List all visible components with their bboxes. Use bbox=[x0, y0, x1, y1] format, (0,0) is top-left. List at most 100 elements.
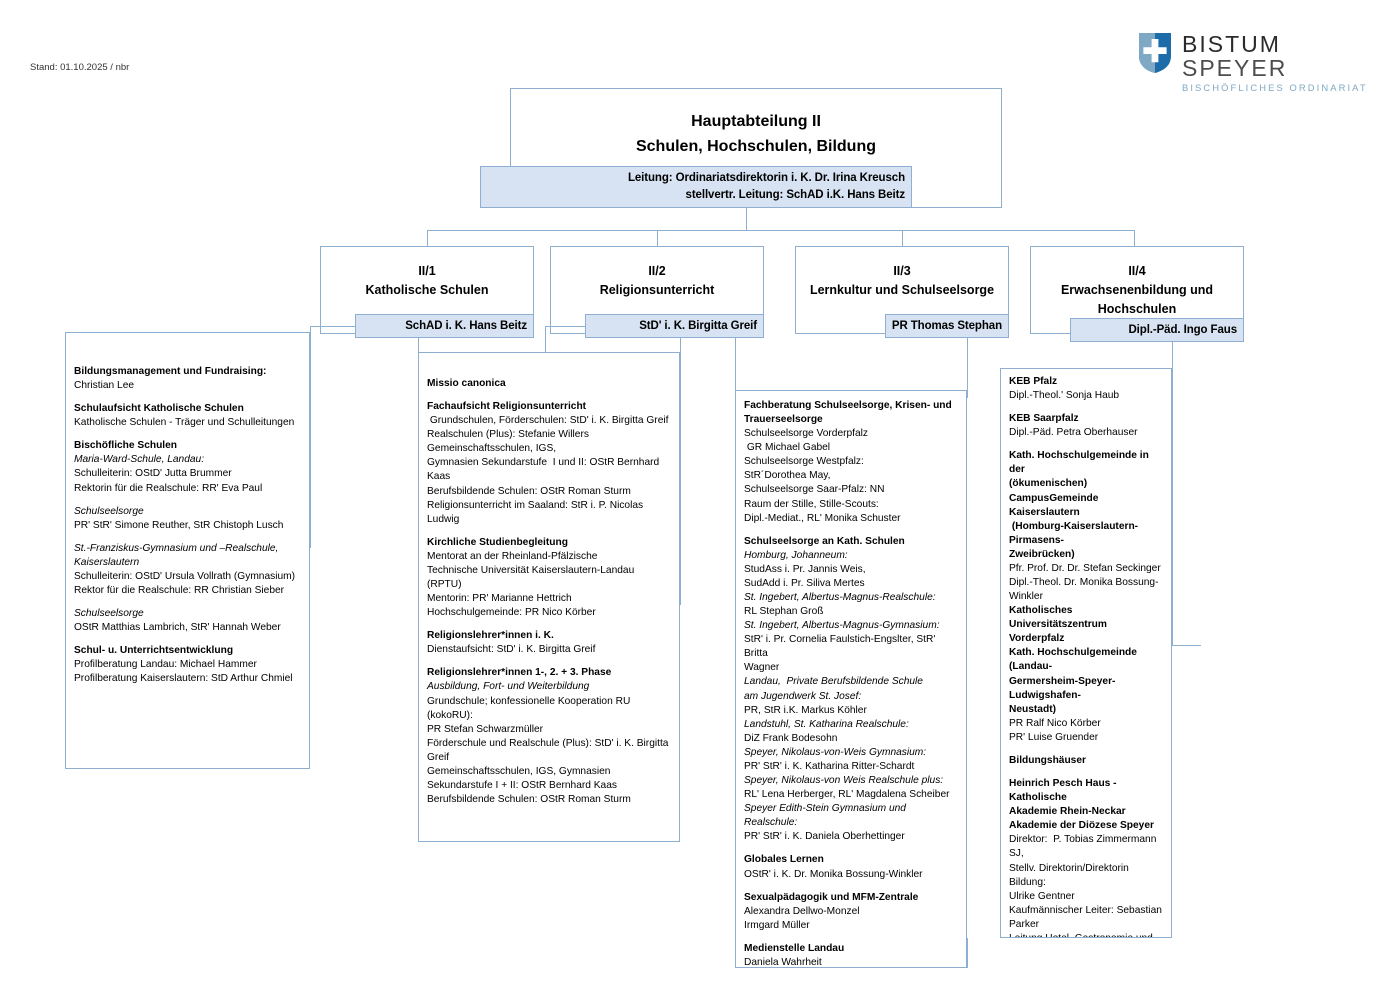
content-line: Grundschule; konfessionelle Kooperation … bbox=[427, 695, 634, 721]
department-code-ii-2: II/2 bbox=[648, 264, 666, 278]
department-name-ii-4-line2: Hochschulen bbox=[1097, 301, 1177, 316]
panel-ii-1-inner: Bildungsmanagement und Fundraising: Chri… bbox=[66, 333, 309, 694]
content-heading: Akademie Rhein-Neckar bbox=[1009, 806, 1126, 818]
content-heading: Kath. Hochschulgemeinde (Landau- bbox=[1009, 647, 1140, 673]
content-subheading: Speyer Edith-Stein Gymnasium und Realsch… bbox=[744, 803, 909, 829]
content-heading: Bildungshäuser bbox=[1009, 754, 1086, 766]
connector-ii4-right-stem bbox=[1172, 342, 1173, 645]
content-line: Rektor für die Realschule: RR Christian … bbox=[74, 585, 285, 597]
content-line: Alexandra Dellwo-Monzel bbox=[744, 905, 860, 917]
stand-date: Stand: 01.10.2025 / nbr bbox=[30, 62, 130, 73]
content-line: DiZ Frank Bodesohn bbox=[744, 732, 838, 744]
content-line: Dienstaufsicht: StD' i. K. Birgitta Grei… bbox=[427, 644, 596, 656]
department-leader-ii-3[interactable]: PR Thomas Stephan bbox=[885, 314, 1009, 338]
content-subheading: Schulseelsorge bbox=[74, 505, 144, 517]
content-line: Dipl.-Theol. Dr. Monika Bossung-Winkler bbox=[1009, 577, 1159, 603]
content-line: Schulseelsorge Saar-Pfalz: NN bbox=[744, 484, 885, 496]
content-line: RL' Lena Herberger, RL' Magdalena Scheib… bbox=[744, 789, 950, 801]
content-line: OStR Matthias Lambrich, StR' Hannah Webe… bbox=[74, 622, 281, 634]
department-leader-ii-1[interactable]: SchAD i. K. Hans Beitz bbox=[355, 314, 534, 338]
department-name-ii-2: Religionsunterricht bbox=[599, 282, 715, 297]
content-line: Realschulen (Plus): Stefanie Willers bbox=[427, 429, 589, 441]
content-line: PR' Luise Gruender bbox=[1009, 731, 1099, 743]
content-line: Katholische Schulen - Träger und Schulle… bbox=[74, 417, 295, 429]
content-heading: Fachaufsicht Religionsunterricht bbox=[427, 401, 587, 413]
department-name-ii-1: Katholische Schulen bbox=[365, 282, 489, 297]
content-block: Fachaufsicht Religionsunterricht Grundsc… bbox=[427, 400, 671, 527]
connector-ii3-right-stem bbox=[967, 338, 968, 398]
content-line: Gymnasien Sekundarstufe I und II: OStR B… bbox=[427, 457, 663, 483]
content-line: Schulseelsorge Vorderpfalz bbox=[744, 428, 869, 440]
content-line: GR Michael Gabel bbox=[744, 442, 831, 454]
content-line: Dipl.-Theol.' Sonja Haub bbox=[1009, 390, 1120, 402]
connector-root-stem bbox=[746, 208, 747, 230]
content-subheading: Speyer, Nikolaus-von Weis Realschule plu… bbox=[744, 775, 944, 787]
panel-ii-1-content: Bildungsmanagement und Fundraising: Chri… bbox=[65, 332, 310, 769]
content-line: PR' StR' i. K. Katharina Ritter-Schardt bbox=[744, 760, 915, 772]
content-heading: Fachberatung Schulseelsorge, Krisen- und bbox=[744, 400, 952, 411]
bistum-speyer-logo: BISTUM SPEYER BISCHÖFLICHES ORDINARIAT bbox=[1138, 30, 1368, 93]
content-heading: Kath. Hochschulgemeinde in der bbox=[1009, 450, 1152, 476]
logo-bold-word: BISTUM bbox=[1182, 31, 1281, 57]
content-subheading: St. Ingebert, Albertus-Magnus-Gymnasium: bbox=[744, 620, 940, 632]
content-heading: Schulaufsicht Katholische Schulen bbox=[74, 403, 244, 415]
content-heading: (Homburg-Kaiserslautern-Pirmasens- bbox=[1009, 520, 1139, 546]
content-line: Schulleiterin: OStD' Jutta Brummer bbox=[74, 468, 232, 480]
content-line: Berufsbildende Schulen: OStR Roman Sturm bbox=[427, 485, 631, 497]
content-block: Fachberatung Schulseelsorge, Krisen- und… bbox=[744, 399, 958, 526]
content-heading: Heinrich Pesch Haus - Katholische bbox=[1009, 778, 1120, 804]
content-subheading: Homburg, Johanneum: bbox=[744, 549, 848, 561]
content-subheading: Ausbildung, Fort- und Weiterbildung bbox=[427, 681, 590, 693]
connector-panel2-right-stem bbox=[680, 338, 681, 604]
logo-main-text: BISTUM SPEYER bbox=[1182, 32, 1368, 80]
content-line: Gemeinschaftsschulen, IGS, Gymnasien bbox=[427, 765, 611, 777]
content-heading: KEB Pfalz bbox=[1009, 376, 1058, 387]
content-line: Technische Universität Kaiserslautern-La… bbox=[427, 564, 638, 591]
connector-ii4-endpoint bbox=[1200, 645, 1201, 646]
content-heading: Schulseelsorge an Kath. Schulen bbox=[744, 535, 905, 547]
content-heading: Sexualpädagogik und MFM-Zentrale bbox=[744, 891, 919, 903]
content-line: StudAss i. Pr. Jannis Weis, bbox=[744, 563, 866, 575]
department-code-ii-4: II/4 bbox=[1128, 264, 1146, 278]
department-leader-ii-4[interactable]: Dipl.-Päd. Ingo Faus bbox=[1070, 318, 1244, 342]
connector-drop-d2 bbox=[657, 230, 658, 246]
department-leader-ii-2[interactable]: StD' i. K. Birgitta Greif bbox=[585, 314, 764, 338]
content-heading: Trauerseelsorge bbox=[744, 414, 823, 426]
content-subheading: Speyer, Nikolaus-von-Weis Gymnasium: bbox=[744, 746, 927, 758]
root-leader-line2: stellvertr. Leitung: SchAD i.K. Hans Bei… bbox=[685, 189, 906, 201]
content-line: PR Ralf Nico Körber bbox=[1009, 717, 1101, 729]
logo-subtitle: BISCHÖFLICHES ORDINARIAT bbox=[1182, 82, 1368, 94]
content-line: Dipl.-Päd. Petra Oberhauser bbox=[1009, 427, 1138, 439]
connector-ii1-stem-down bbox=[418, 338, 419, 354]
connector-drop-d3 bbox=[902, 230, 903, 246]
department-leader-label-ii-2: StD' i. K. Birgitta Greif bbox=[639, 320, 757, 332]
connector-drop-d1 bbox=[427, 230, 428, 246]
content-subheading: am Jugendwerk St. Josef: bbox=[744, 690, 862, 702]
content-heading: Globales Lernen bbox=[744, 854, 824, 866]
panel-ii-3-inner: Fachberatung Schulseelsorge, Krisen- und… bbox=[736, 391, 966, 967]
content-line: Wagner bbox=[744, 662, 780, 674]
department-name-ii-3: Lernkultur und Schulseelsorge bbox=[809, 282, 995, 297]
department-title-ii-4: II/4 Erwachsenenbildung und Hochschulen bbox=[1030, 262, 1244, 318]
content-line: SudAdd i. Pr. Siliva Mertes bbox=[744, 577, 865, 589]
root-leader-box[interactable]: Leitung: Ordinariatsdirektorin i. K. Dr.… bbox=[480, 166, 912, 208]
content-block: Religionslehrer*innen i. K.Dienstaufsich… bbox=[427, 629, 671, 657]
department-leader-label-ii-1: SchAD i. K. Hans Beitz bbox=[405, 320, 527, 332]
root-leader-line1: Leitung: Ordinariatsdirektorin i. K. Dr.… bbox=[627, 172, 905, 185]
content-line: StR' i. Pr. Cornelia Faulstich-Engslter,… bbox=[744, 634, 939, 660]
content-heading: KEB Saarpfalz bbox=[1009, 413, 1079, 425]
content-heading: Katholisches Universitätszentrum bbox=[1009, 605, 1107, 631]
